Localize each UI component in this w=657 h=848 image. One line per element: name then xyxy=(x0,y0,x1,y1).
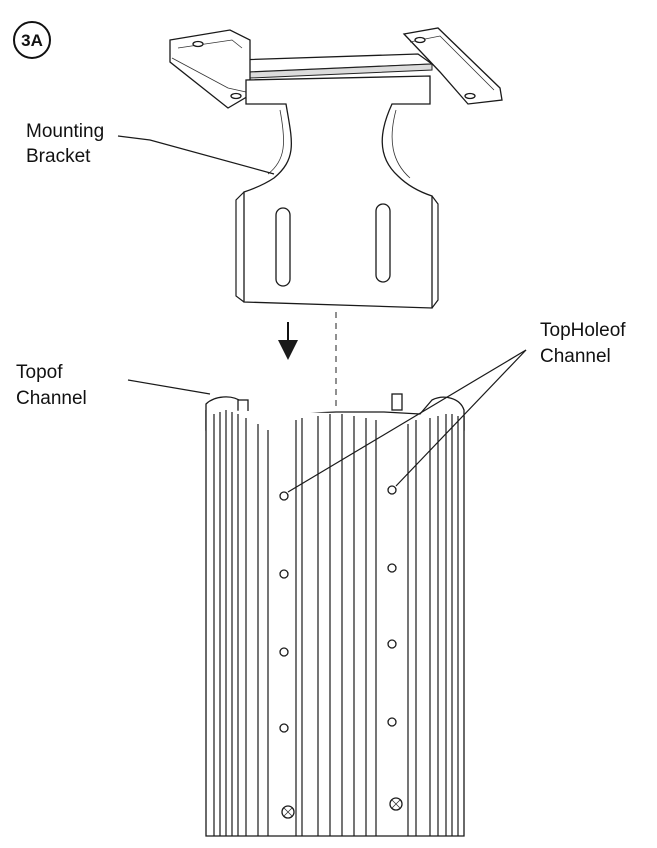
label-hole-channel-line2: Channel xyxy=(540,346,611,367)
channel-grooves xyxy=(213,410,459,836)
down-arrow-icon xyxy=(278,322,298,360)
step-label: 3A xyxy=(21,31,43,50)
label-topof-line1: Topof xyxy=(16,362,63,383)
channel-holes-right xyxy=(387,485,403,811)
label-bracket-line2: Bracket xyxy=(26,146,91,167)
step-badge: 3A xyxy=(13,21,51,59)
channel xyxy=(205,393,465,837)
leader-lines xyxy=(117,135,527,493)
mounting-bracket xyxy=(169,27,503,309)
label-topholeof-line1: TopHoleof xyxy=(540,320,626,341)
label-channel-line2: Channel xyxy=(16,388,87,409)
channel-holes-left xyxy=(279,491,295,819)
label-mounting-line1: Mounting xyxy=(26,121,104,142)
